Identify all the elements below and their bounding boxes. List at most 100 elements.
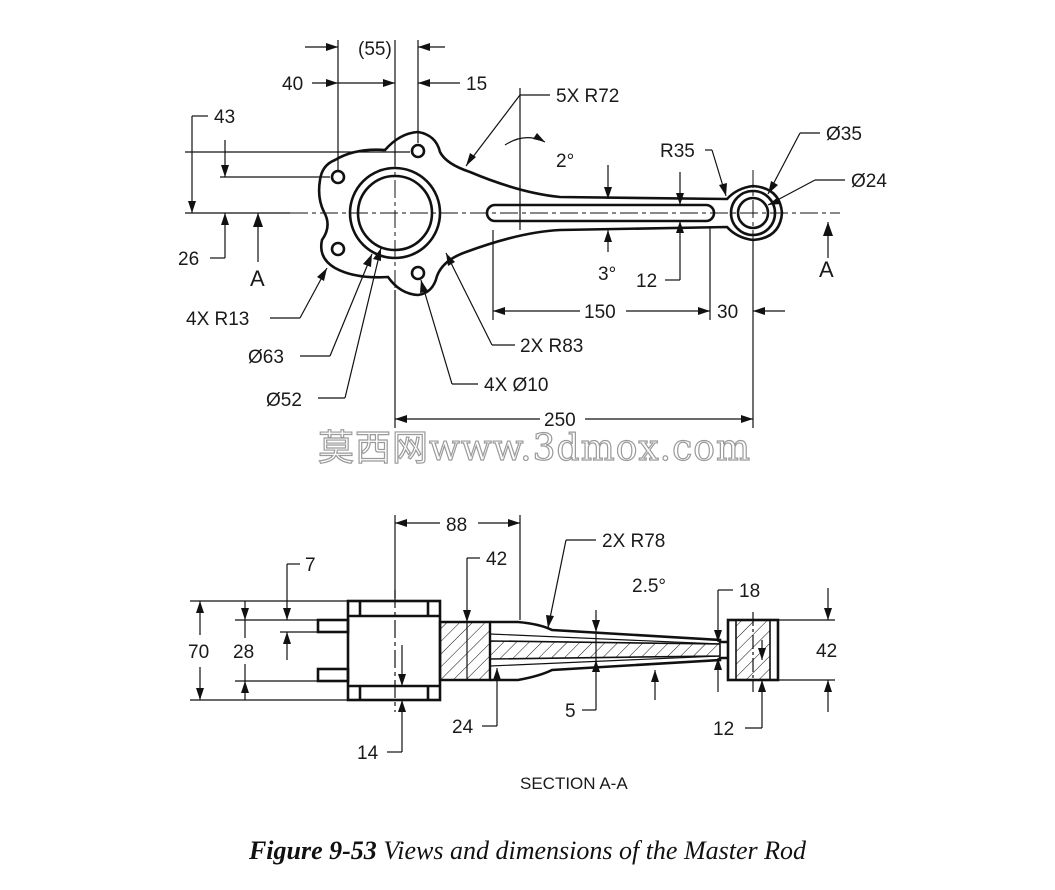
arrow-7-a <box>283 608 291 620</box>
section-upper-profile <box>490 620 728 644</box>
dim-r35: R35 <box>660 141 695 162</box>
dim-3-deg: 3° <box>598 264 616 285</box>
arrow-r72 <box>466 153 476 166</box>
arrow-55-left <box>326 43 338 51</box>
arrow-70-bottom <box>196 688 204 700</box>
figure-number: Figure 9-53 <box>248 836 377 865</box>
section-arrow-right <box>823 222 833 236</box>
arrow-88-left <box>395 519 407 527</box>
dim-250: 250 <box>544 410 576 431</box>
pin-inner-circle-24 <box>736 196 770 230</box>
leader-r72 <box>465 94 521 167</box>
arrow-r13 <box>317 268 327 281</box>
arrow-2-deg <box>533 133 545 142</box>
dim-42b: 42 <box>816 641 837 662</box>
hatched-small-end <box>735 619 771 681</box>
bolt-hole-bottom-left <box>330 241 346 257</box>
watermark-text: 莫西网www.3dmox.com <box>318 428 751 469</box>
arrow-r78 <box>546 615 554 628</box>
dim-12-section: 12 <box>713 719 734 740</box>
bore-outer-circle-63 <box>348 166 442 260</box>
leader-dia63-diag <box>329 253 373 357</box>
arrow-150-left <box>493 307 505 315</box>
dim-5: 5 <box>565 701 576 722</box>
arrow-5 <box>592 660 600 672</box>
arrow-5-b <box>651 670 659 682</box>
arrow-26-lower <box>221 213 229 225</box>
arrow-dia35 <box>768 181 778 194</box>
arrow-r35 <box>719 183 727 196</box>
dim-14: 14 <box>357 743 379 764</box>
dim-r83: 2X R83 <box>520 336 583 357</box>
web-inner-bottom <box>489 655 721 667</box>
dim-12-top: 12 <box>636 271 657 292</box>
section-mark-left: A <box>250 266 265 291</box>
arrow-dia63 <box>363 254 372 267</box>
dim-55: (55) <box>358 39 392 60</box>
arrow-250-left <box>395 415 407 423</box>
arrow-250-right <box>741 415 753 423</box>
dim-43: 43 <box>214 107 235 128</box>
arrow-88-right <box>508 519 520 527</box>
dim-30: 30 <box>717 302 738 323</box>
leader-dia10-diag <box>420 279 453 385</box>
arrow-dia52 <box>373 248 381 261</box>
arrow-18 <box>714 630 722 642</box>
leader-r78-diag <box>547 539 567 629</box>
arrow-30 <box>753 307 765 315</box>
dim-24: 24 <box>452 717 474 738</box>
leader-r83-diag <box>445 252 493 346</box>
dim-dia63: Ø63 <box>248 347 284 368</box>
arrow-dia24 <box>768 197 781 205</box>
arrow-55-right <box>418 43 430 51</box>
dim-40: 40 <box>282 74 303 95</box>
arrow-40-b <box>383 79 395 87</box>
dim-dia35: Ø35 <box>826 124 862 145</box>
arrow-24 <box>493 668 501 680</box>
figure-caption-text: Views and dimensions of the Master Rod <box>376 836 807 865</box>
dim-r78: 2X R78 <box>602 531 665 552</box>
section-lower-profile <box>490 656 728 682</box>
web-inner-top <box>489 633 721 645</box>
hatched-web-strip <box>489 640 721 660</box>
arrow-14-top <box>398 674 406 686</box>
top-view: (55) 40 15 5X R72 2° 43 26 <box>178 39 887 431</box>
bore-inner-circle-52 <box>356 174 434 252</box>
dim-7: 7 <box>305 555 316 576</box>
section-mark-right: A <box>819 257 834 282</box>
section-title: SECTION A-A <box>520 774 628 793</box>
arrow-r83 <box>446 253 455 266</box>
arrow-70-top <box>196 601 204 613</box>
dim-18: 18 <box>739 581 760 602</box>
dim-dia52: Ø52 <box>266 390 302 411</box>
dim-r13: 4X R13 <box>186 309 249 330</box>
arrow-12 <box>758 680 766 692</box>
pin-outer-circle-35 <box>729 189 777 237</box>
dim-88: 88 <box>446 515 467 536</box>
arrow-15 <box>418 79 430 87</box>
dim-15: 15 <box>466 74 487 95</box>
leader-dia52-diag <box>344 247 382 399</box>
arrow-42b-top <box>824 608 832 620</box>
arrow-web-top <box>604 187 612 199</box>
arrow-150-right <box>698 307 710 315</box>
arrow-28-top <box>241 608 249 620</box>
arrow-42a <box>463 610 471 622</box>
bolt-hole-top-right <box>410 143 426 159</box>
hatched-web-region <box>438 620 492 682</box>
arrow-14 <box>398 700 406 712</box>
arrow-28-bottom <box>241 681 249 693</box>
section-arrow-left <box>253 213 263 227</box>
section-view: 88 2X R78 7 42 2.5° 18 <box>188 515 837 793</box>
arrow-slot-top <box>676 193 684 205</box>
dim-150: 150 <box>584 302 616 323</box>
dim-42a: 42 <box>486 549 507 570</box>
arrow-web-bottom <box>604 230 612 242</box>
arrow-18-b <box>714 658 722 670</box>
arrow-12-top <box>758 648 766 660</box>
dim-2-5-deg: 2.5° <box>632 576 666 597</box>
arrow-43-bottom <box>188 201 196 213</box>
dim-70: 70 <box>188 642 209 663</box>
dim-dia10: 4X Ø10 <box>484 375 548 396</box>
